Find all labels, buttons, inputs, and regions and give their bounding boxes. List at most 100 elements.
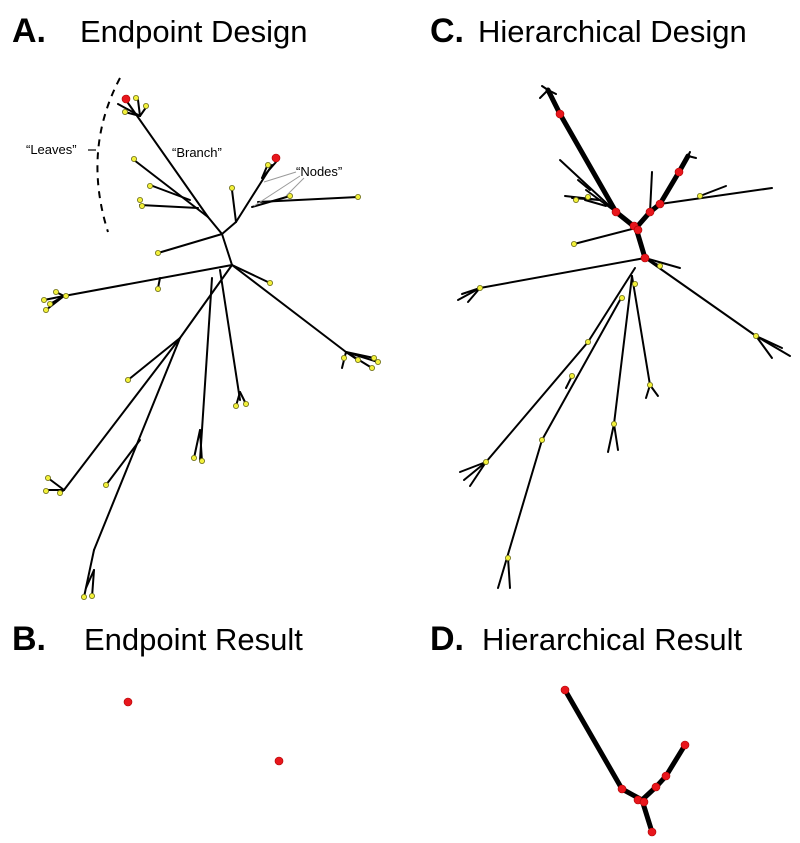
tree-edge <box>105 439 141 486</box>
tree-edge <box>613 423 619 451</box>
tree-node <box>657 262 664 269</box>
nodes-arrow <box>253 175 301 207</box>
panel-c-title: Hierarchical Design <box>478 14 747 49</box>
tree-edge <box>463 461 487 481</box>
tree-edge <box>157 233 223 254</box>
tree-edge <box>699 185 727 197</box>
tree-node <box>57 489 64 496</box>
tree-edge <box>219 269 241 401</box>
tree-edge <box>585 189 617 213</box>
tree-node <box>154 285 161 292</box>
tree-edge <box>479 257 646 289</box>
tree-node <box>266 279 273 286</box>
tree-node <box>136 196 143 203</box>
tree-edge <box>221 233 233 266</box>
tree-node <box>633 225 643 235</box>
panel-c: C. Hierarchical Design <box>430 12 791 589</box>
tree-node <box>632 280 639 287</box>
tree-node <box>271 153 281 163</box>
tree-edge <box>85 569 95 589</box>
tree-node <box>539 436 546 443</box>
tree-node <box>43 306 50 313</box>
tree-node <box>81 594 88 601</box>
tree-edge <box>631 275 651 386</box>
panel-a-letter: A. <box>12 12 46 50</box>
tree-node <box>611 207 621 217</box>
tree-c-nodes <box>476 109 760 562</box>
tree-node <box>585 338 592 345</box>
tree-edge <box>541 85 549 91</box>
result-node <box>680 740 690 750</box>
tree-node <box>130 155 137 162</box>
panel-c-letter: C. <box>430 12 464 50</box>
tree-node <box>45 474 52 481</box>
tree-edge <box>231 189 237 223</box>
tree-edge <box>83 549 95 598</box>
tree-node <box>53 288 60 295</box>
tree-edge <box>199 429 203 463</box>
tree-node <box>138 202 145 209</box>
panel-d-title: Hierarchical Result <box>482 622 743 657</box>
tree-node <box>370 354 377 361</box>
nodes-arrow <box>263 171 297 183</box>
result-node <box>647 827 657 837</box>
tree-edge <box>91 569 95 598</box>
leaves-label: “Leaves” <box>26 142 77 157</box>
tree-edge <box>137 99 141 117</box>
tree-edge <box>584 199 607 207</box>
tree-node <box>674 167 684 177</box>
tree-a-nodes <box>41 94 381 601</box>
tree-edge <box>687 155 697 159</box>
tree-node <box>555 109 565 119</box>
result-node <box>617 784 627 794</box>
tree-edge <box>63 337 181 491</box>
tree-node <box>504 555 511 562</box>
tree-node <box>697 192 704 199</box>
tree-edge <box>63 264 233 297</box>
panel-d: D. Hierarchical Result <box>430 620 743 837</box>
tree-d-nodes <box>560 685 690 837</box>
tree-node <box>125 376 132 383</box>
panel-a-title: Endpoint Design <box>80 14 308 49</box>
tree-node <box>154 249 161 256</box>
result-node <box>560 685 570 695</box>
tree-node <box>655 199 665 209</box>
tree-node <box>640 253 650 263</box>
tree-edge <box>467 287 481 303</box>
tree-node <box>340 354 347 361</box>
tree-node <box>647 381 654 388</box>
tree-node <box>482 458 489 465</box>
tree-a-edges <box>43 99 379 598</box>
tree-node <box>573 196 580 203</box>
result-node <box>123 697 133 707</box>
tree-edge <box>261 161 277 179</box>
tree-edge <box>127 337 181 381</box>
tree-edge <box>199 277 213 461</box>
tree-node <box>753 332 760 339</box>
tree-node <box>146 182 153 189</box>
tree-node <box>354 356 361 363</box>
tree-edge <box>231 264 271 284</box>
tree-edge <box>47 477 65 491</box>
tree-edge <box>507 557 511 589</box>
tree-edge <box>461 287 481 295</box>
tree-d-edges <box>562 687 688 835</box>
panel-a: A. Endpoint Design <box>12 12 381 601</box>
tree-edge <box>469 461 487 487</box>
tree-edge <box>587 267 636 343</box>
tree-edge <box>231 264 347 353</box>
tree-node <box>43 487 50 494</box>
tree-node <box>47 300 54 307</box>
tree-edge <box>547 89 557 95</box>
tree-node <box>286 192 293 199</box>
tree-node <box>569 372 576 379</box>
tree-edge <box>257 196 359 203</box>
tree-edge <box>644 257 681 269</box>
tree-edge <box>541 299 621 441</box>
tree-node <box>121 94 131 104</box>
tree-edge <box>485 341 589 463</box>
tree-node <box>585 193 592 200</box>
result-node <box>661 771 671 781</box>
tree-node <box>645 207 655 217</box>
tree-node <box>89 593 96 600</box>
